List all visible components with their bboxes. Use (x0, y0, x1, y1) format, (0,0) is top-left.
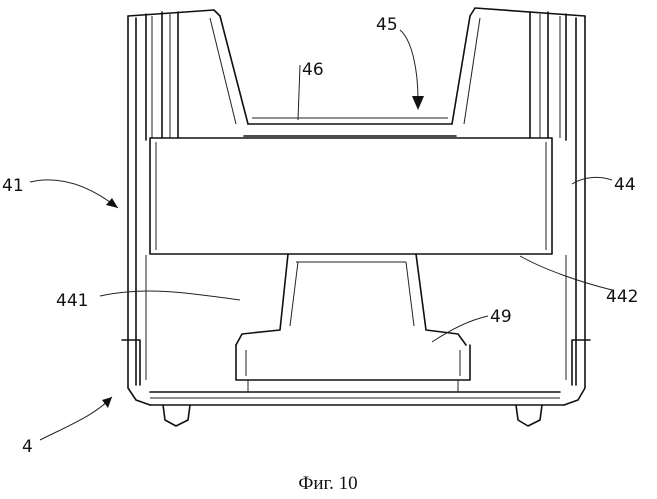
upper-bridge (244, 118, 456, 136)
lower-pillar (236, 254, 466, 345)
label-41: 41 (2, 176, 24, 196)
left-arm (122, 10, 248, 405)
base-tray (150, 345, 564, 405)
right-arm (452, 8, 590, 405)
label-49: 49 (490, 307, 512, 327)
label-4: 4 (22, 437, 33, 457)
leader-lines (30, 30, 612, 440)
label-44: 44 (614, 175, 636, 195)
label-442: 442 (606, 287, 638, 307)
label-46: 46 (302, 60, 324, 80)
figure-caption: Фиг. 10 (298, 473, 357, 494)
label-441: 441 (56, 291, 88, 311)
feet (163, 405, 542, 426)
label-45: 45 (376, 15, 398, 35)
central-band (150, 138, 552, 254)
